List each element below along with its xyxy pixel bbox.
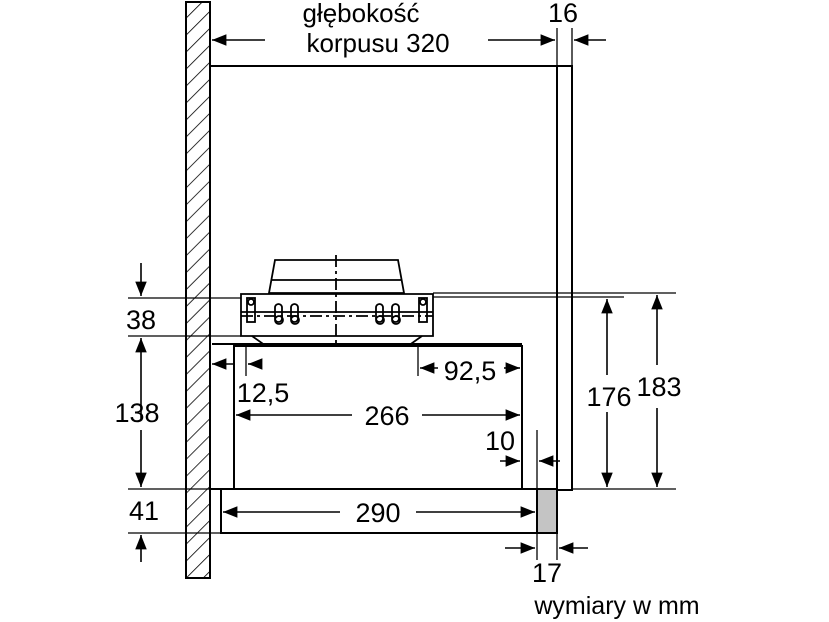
front-17-label: 17: [532, 558, 562, 588]
wall: [185, 1, 211, 579]
bottom-part-height-label: 41: [129, 496, 159, 526]
top-part-height-label: 38: [126, 305, 156, 335]
depth-label-line1: głębokość: [302, 0, 419, 28]
front-panel-thickness-label: 16: [548, 0, 578, 28]
body-height-label: 138: [114, 398, 159, 428]
extension-lines: [128, 28, 676, 560]
units-note: wymiary w mm: [533, 592, 699, 620]
gap-10-label: 10: [485, 426, 515, 456]
offset-right-label: 92,5: [444, 356, 497, 386]
inner-width-label: 266: [364, 401, 409, 431]
drawer-front: [536, 488, 558, 534]
offset-left-label: 12,5: [237, 378, 290, 408]
height-176-label: 176: [586, 382, 631, 412]
drawer-width-label: 290: [355, 498, 400, 528]
fan-motor: [240, 255, 434, 347]
height-183-label: 183: [636, 372, 681, 402]
dimension-arrows: [135, 34, 663, 562]
depth-label-line2: korpusu 320: [306, 28, 449, 58]
